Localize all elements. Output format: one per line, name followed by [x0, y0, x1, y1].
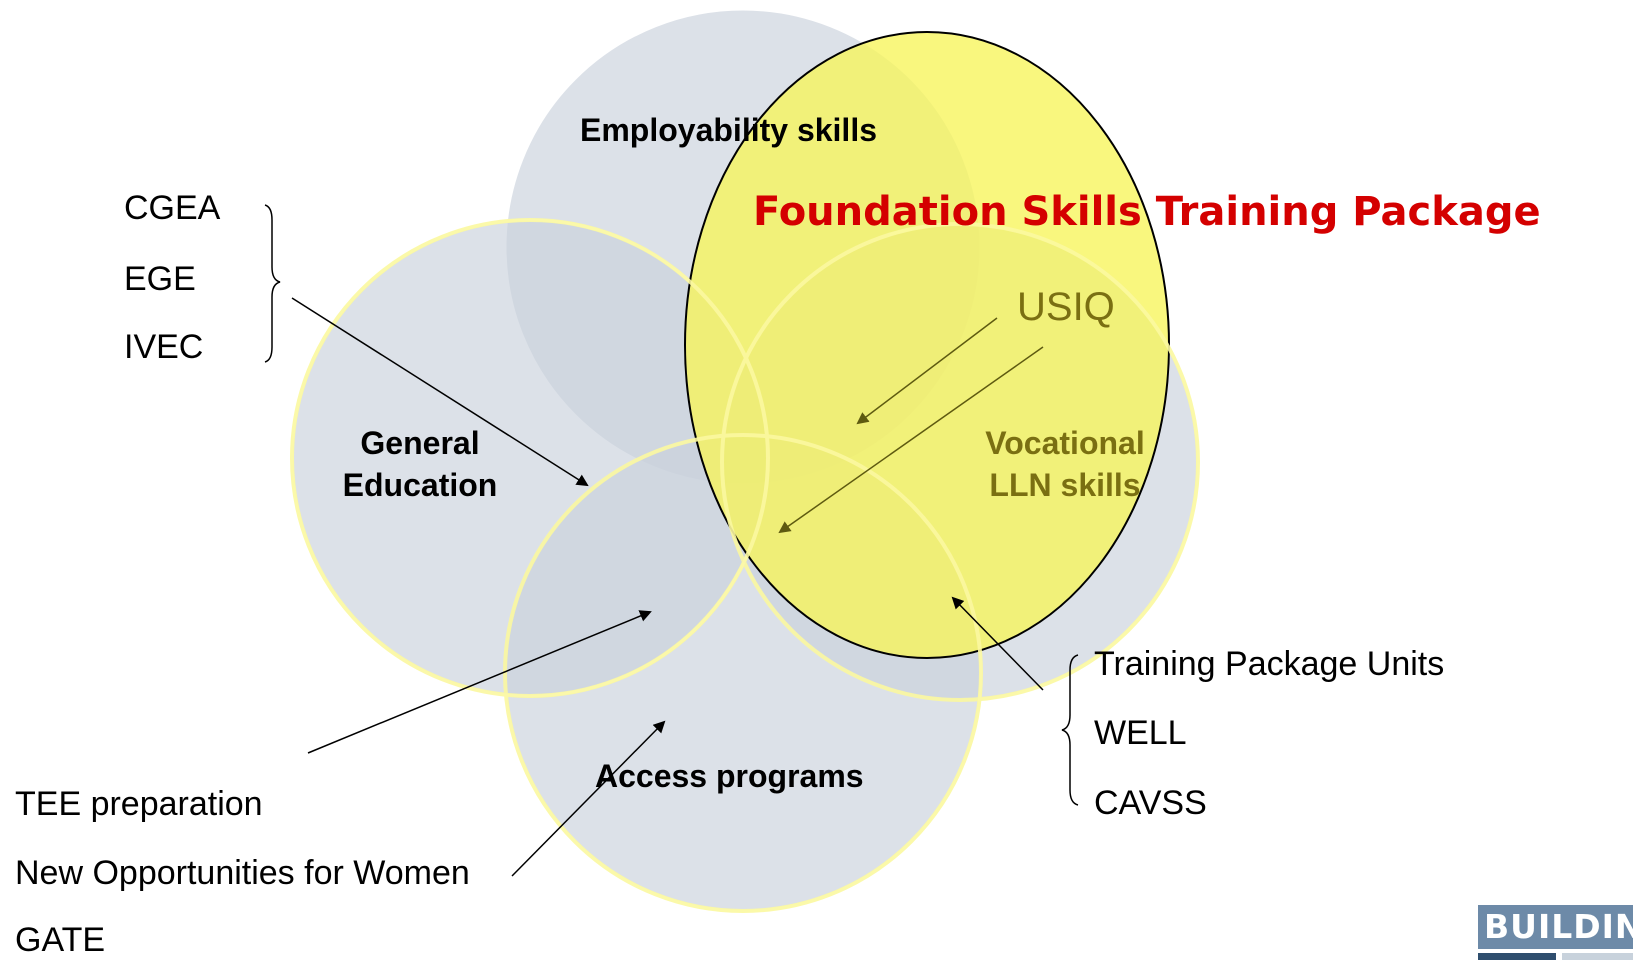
list-item-ivec: IVEC — [124, 328, 204, 366]
vocational-line1: Vocational — [985, 425, 1145, 461]
list-item-gate: GATE — [15, 921, 106, 959]
usiq-label: USIQ — [1017, 285, 1115, 329]
logo-text: BUILDING — [1478, 905, 1633, 949]
list-item-tee: TEE preparation — [15, 785, 263, 823]
vocational-label: Vocational LLN skills — [960, 422, 1170, 506]
logo-bar-dark — [1478, 953, 1556, 960]
logo-bar-light — [1562, 953, 1633, 960]
general-education-line1: General — [360, 425, 480, 461]
general-education-label: General Education — [325, 422, 515, 506]
list-item-ege: EGE — [124, 260, 196, 298]
arrow-cgea-to-general — [291, 297, 589, 487]
arrow-tee-to-overlap — [307, 610, 652, 754]
inner-arcs — [290, 218, 1200, 913]
general-education-line2: Education — [342, 467, 498, 503]
list-item-well: WELL — [1094, 714, 1187, 752]
arrow-usiq-1 — [856, 317, 998, 425]
access-programs-label: Access programs — [595, 758, 864, 794]
list-item-training-package-units: Training Package Units — [1094, 645, 1445, 683]
list-item-cavss: CAVSS — [1094, 784, 1207, 822]
left-brace — [264, 204, 281, 363]
diagram-title: Foundation Skills Training Package — [753, 189, 1541, 235]
arrow-now-to-access — [511, 720, 666, 877]
vocational-line2: LLN skills — [989, 467, 1141, 503]
list-item-now: New Opportunities for Women — [15, 854, 470, 892]
employability-label: Employability skills — [580, 112, 877, 148]
right-brace — [1061, 654, 1079, 806]
arrow-units-to-vocational — [951, 596, 1044, 691]
list-item-cgea: CGEA — [124, 189, 221, 227]
arrow-usiq-2 — [778, 346, 1044, 534]
building-logo: BUILDING — [1478, 905, 1633, 960]
